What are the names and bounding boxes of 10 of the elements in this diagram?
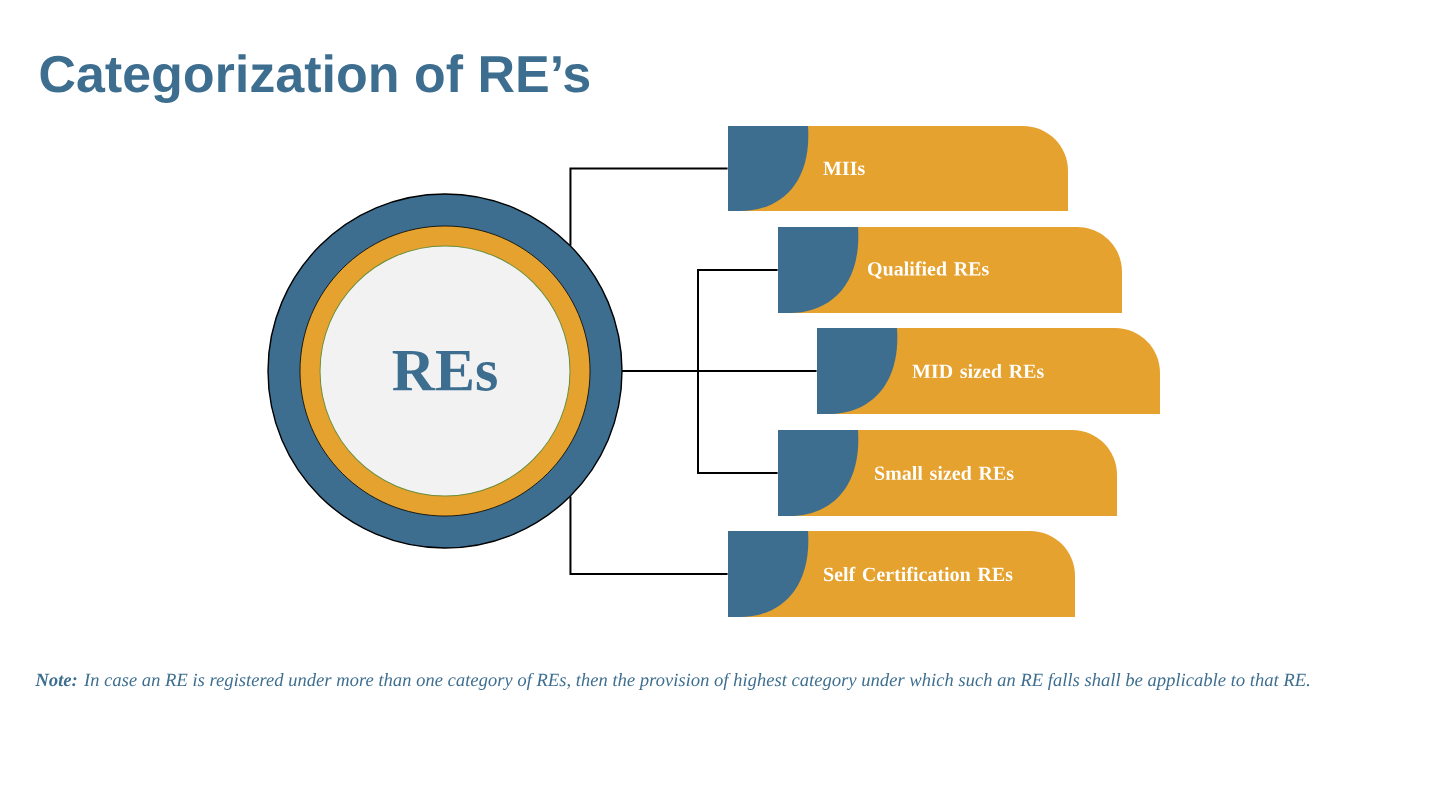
category-tab: MIIs xyxy=(728,126,1068,211)
title: Categorization of RE’s xyxy=(40,54,590,103)
category-tab: MID sized REs xyxy=(817,328,1160,414)
category-tab: Small sized REs xyxy=(778,430,1117,516)
connector-line xyxy=(621,370,779,474)
note: Note: In case an RE is registered under more than one category of REs, then the provision of highest category under which such an RE falls shall be applicable to that RE. xyxy=(35,672,1310,690)
connector-line xyxy=(569,495,729,575)
category-tab: Self Certification REs xyxy=(728,531,1075,617)
connector-line xyxy=(569,167,729,247)
category-tab: Qualified REs xyxy=(778,227,1122,313)
